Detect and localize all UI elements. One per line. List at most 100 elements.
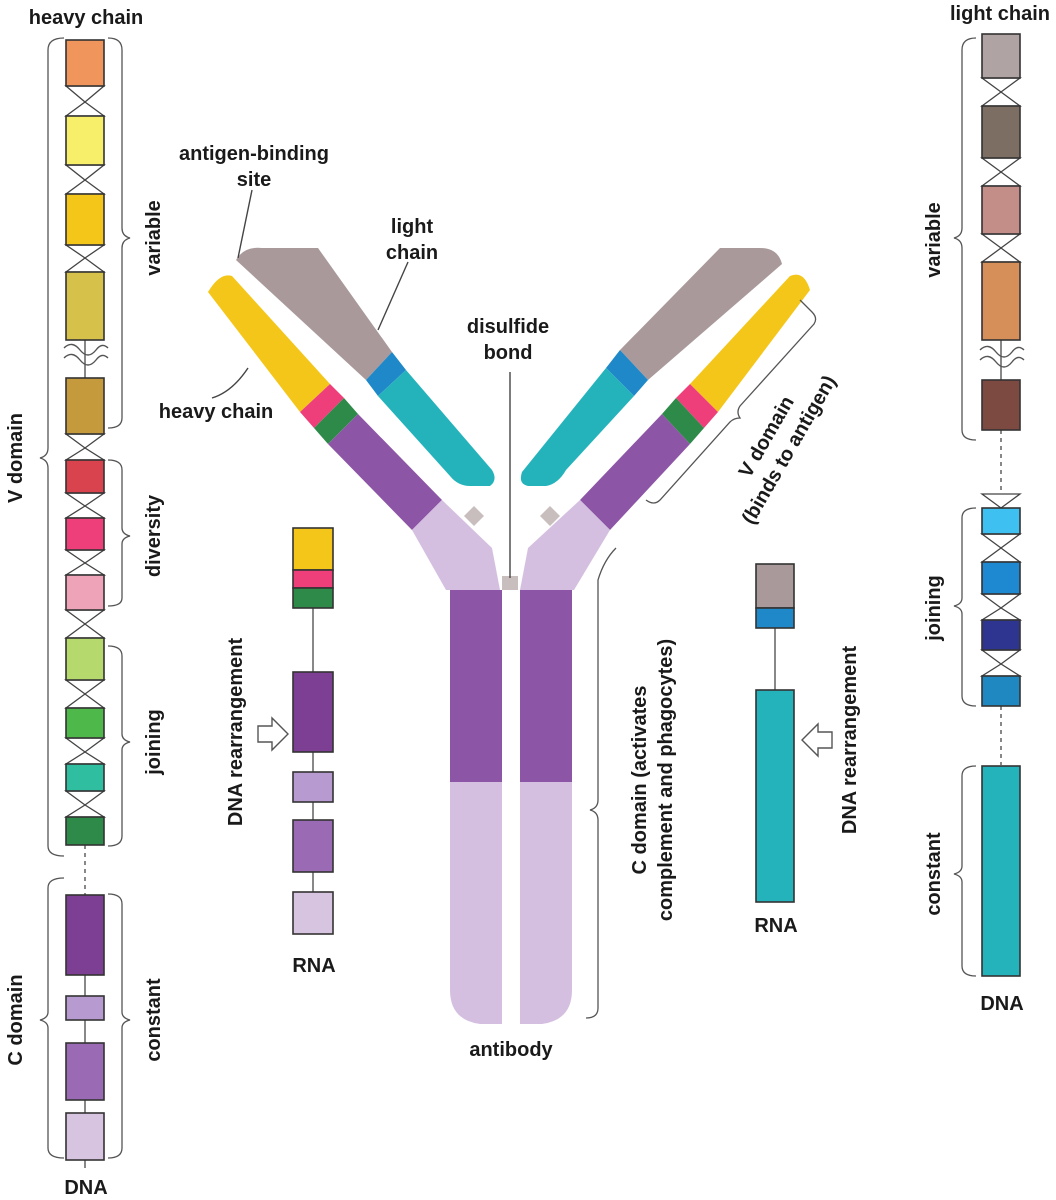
heavy-dna-segment-10 <box>65 707 105 739</box>
label-light-chain-line1: light <box>391 216 434 238</box>
heavy-dna-segment-12 <box>65 816 105 846</box>
light-dna-segment-1 <box>981 33 1021 79</box>
left-heavy-constant-1 <box>328 414 442 530</box>
label-dna-right: DNA <box>980 993 1023 1015</box>
disulfide-bonds <box>464 506 560 590</box>
light-dna-segment-2 <box>981 105 1021 159</box>
right-heavy-constant-2 <box>520 500 610 590</box>
heavy-dna-segment-14 <box>65 995 105 1021</box>
left-arm-heavy-chain <box>208 275 500 590</box>
stem-right-constant-dark <box>520 590 572 782</box>
heavy-dna-segment-5 <box>65 377 105 435</box>
right-arm-light-chain <box>520 248 782 486</box>
light-dna-segments <box>981 33 1021 977</box>
label-diversity: diversity <box>143 494 165 577</box>
light-dna-break-mark <box>979 345 1025 368</box>
heavy-rna-segment-2 <box>292 569 334 589</box>
label-dna-left: DNA <box>64 1177 107 1199</box>
light-dna-segment-6 <box>981 507 1021 535</box>
heavy-dna-segment-4 <box>65 271 105 341</box>
disulfide-right-arm <box>540 506 560 526</box>
label-heavy-chain-antibody: heavy chain <box>159 401 274 423</box>
label-constant-right: constant <box>923 832 945 916</box>
label-c-domain-right: C domain (activates complement and phago… <box>629 639 677 921</box>
brace-variable-right <box>953 37 977 441</box>
right-light-constant <box>520 368 634 486</box>
light-dna-segment-9 <box>981 675 1021 707</box>
label-antibody: antibody <box>469 1039 553 1061</box>
left-arm-light-chain <box>236 247 495 486</box>
antibody-stem <box>450 590 572 1024</box>
label-dna-rearrangement-left: DNA rearrangement <box>225 638 247 827</box>
right-heavy-joining <box>662 398 704 444</box>
left-heavy-joining <box>314 398 358 444</box>
light-dna-segment-10 <box>981 765 1021 977</box>
light-rna-segment-1 <box>755 563 795 609</box>
label-constant-left: constant <box>143 978 165 1062</box>
brace-variable-left <box>107 37 131 429</box>
label-c-domain-right-line2: complement and phagocytes) <box>655 639 677 921</box>
left-light-variable <box>236 247 392 380</box>
label-dna-rearrangement-right: DNA rearrangement <box>839 646 861 835</box>
rearrangement-arrow-left-icon <box>257 716 289 752</box>
heavy-rna-segment-6 <box>292 819 334 873</box>
right-arm-heavy-chain <box>520 274 810 590</box>
heavy-dna-break-mark <box>63 343 109 366</box>
disulfide-hinge <box>502 576 518 590</box>
antibody-leader-lines <box>211 189 511 578</box>
heavy-dna-segments <box>65 39 105 1161</box>
brace-c-domain <box>39 877 65 1159</box>
label-rna-right: RNA <box>754 915 797 937</box>
light-chain-dna: light chain variable joining <box>923 3 1050 1015</box>
brace-c-domain-right <box>585 547 617 1019</box>
label-antigen-binding-line2: site <box>237 169 271 191</box>
heavy-dna-segment-13 <box>65 894 105 976</box>
label-v-domain-left: V domain <box>5 413 27 503</box>
right-heavy-diversity <box>676 384 718 428</box>
light-dna-segment-8 <box>981 619 1021 651</box>
left-light-joining <box>366 352 406 396</box>
heavy-rna-segment-7 <box>292 891 334 935</box>
heavy-chain-rna: RNA DNA rearrangement <box>225 527 336 977</box>
label-rna-left: RNA <box>292 955 335 977</box>
heavy-dna-segment-15 <box>65 1042 105 1101</box>
heavy-rna-segments <box>292 527 334 935</box>
heavy-dna-segment-2 <box>65 115 105 166</box>
right-light-variable <box>620 248 782 380</box>
heavy-dna-segment-16 <box>65 1112 105 1161</box>
label-variable-right: variable <box>923 202 945 278</box>
stem-left-constant-dark <box>450 590 502 782</box>
brace-constant-left <box>107 893 131 1159</box>
light-dna-segment-3 <box>981 185 1021 235</box>
left-heavy-variable <box>208 275 330 412</box>
brace-v-domain <box>39 37 65 857</box>
heavy-rna-segment-1 <box>292 527 334 571</box>
heavy-dna-segment-7 <box>65 517 105 551</box>
right-light-joining <box>606 350 648 396</box>
light-dna-segment-7 <box>981 561 1021 595</box>
brace-diversity <box>107 459 131 607</box>
light-rna-segment-2 <box>755 607 795 629</box>
label-c-domain-left: C domain <box>5 974 27 1065</box>
label-light-chain-line2: chain <box>386 242 438 264</box>
left-light-constant <box>378 370 495 486</box>
heavy-dna-segment-3 <box>65 193 105 246</box>
label-disulfide-line1: disulfide <box>467 316 549 338</box>
light-dna-segment-5 <box>981 379 1021 431</box>
heavy-dna-segment-8 <box>65 574 105 611</box>
heavy-dna-segment-1 <box>65 39 105 87</box>
heavy-chain-dna: heavy chain <box>5 7 165 1199</box>
label-joining-left: joining <box>143 709 165 776</box>
heavy-dna-segment-6 <box>65 459 105 494</box>
right-heavy-constant-1 <box>580 414 690 530</box>
antibody: antigen-binding site light chain disulfi… <box>159 143 841 1061</box>
heavy-chain-dna-title: heavy chain <box>29 7 144 29</box>
heavy-rna-segment-5 <box>292 771 334 803</box>
heavy-rna-segment-4 <box>292 671 334 753</box>
left-heavy-diversity <box>300 384 344 428</box>
light-rna-segments <box>755 563 795 903</box>
label-disulfide-line2: bond <box>484 342 533 364</box>
label-joining-right: joining <box>923 575 945 642</box>
label-antigen-binding-line1: antigen-binding <box>179 143 329 165</box>
